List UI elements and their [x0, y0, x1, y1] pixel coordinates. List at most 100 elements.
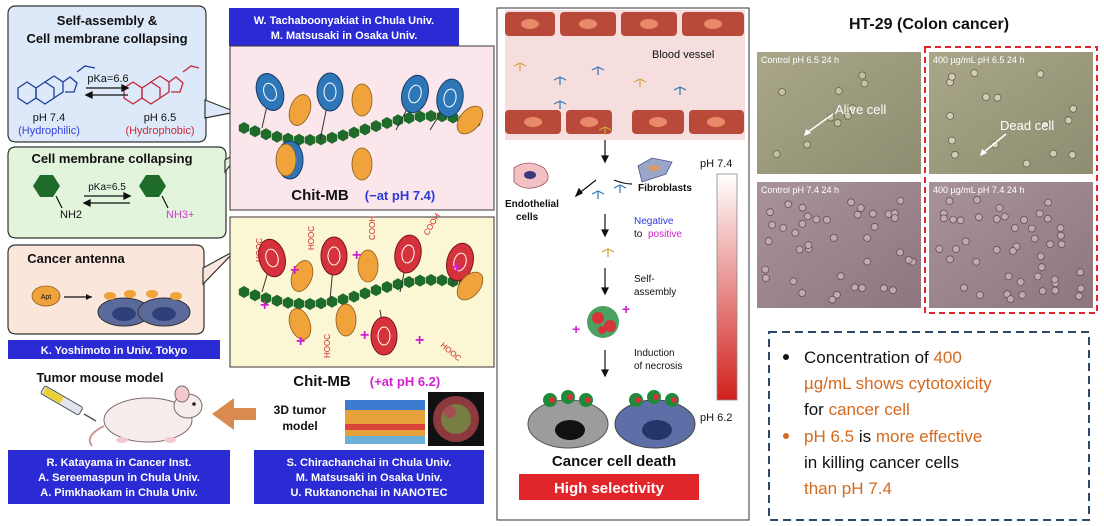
cluster-plus-1: + — [572, 321, 580, 337]
summary-b1-line1: Concentration of 400 — [804, 348, 962, 367]
equilibrium-arrows-icon — [84, 83, 130, 100]
cell-dot — [1068, 150, 1077, 159]
cell-dot — [768, 220, 777, 229]
cell-dot — [956, 216, 965, 225]
polymer-particle — [601, 248, 615, 257]
cell-dot — [863, 257, 872, 266]
cell-dot — [1011, 224, 1019, 232]
chain-unit — [249, 125, 261, 138]
cell-dot — [973, 195, 981, 204]
cell-dot — [890, 214, 899, 222]
chain-unit — [260, 292, 272, 305]
cell-dot — [1009, 246, 1017, 255]
aptamer — [335, 303, 357, 337]
drug-moiety — [316, 72, 344, 112]
drug-moiety — [446, 242, 474, 282]
syringe-icon — [40, 385, 97, 422]
cell-dot — [949, 215, 957, 224]
selectivity-label: High selectivity — [554, 480, 665, 497]
tumor-3d-section: 3D tumor model — [274, 392, 484, 446]
cell-dot — [995, 204, 1004, 212]
tumor-mouse-title: Tumor mouse model — [37, 370, 164, 385]
cell-dot — [766, 208, 774, 217]
cell-dot — [1036, 252, 1045, 261]
polymer-particle — [553, 100, 567, 109]
cell-dot — [798, 203, 807, 212]
plus-sign-4: + — [260, 297, 269, 314]
ph-gradient-bar — [716, 173, 738, 401]
credit-top-2: M. Matsusaki in Osaka Univ. — [271, 30, 418, 42]
aptamer — [290, 260, 314, 292]
drug-moiety — [258, 238, 286, 278]
cell-dot — [1076, 268, 1085, 277]
death-label: Cancer cell death — [552, 453, 676, 470]
cell-dot — [789, 277, 798, 286]
treated-highlight-box — [924, 46, 1098, 314]
credit-bottom-left: R. Katayama in Cancer Inst. A. Sereemasp… — [8, 450, 230, 504]
dead-cell-label: Dead cell — [1000, 118, 1054, 133]
vessel-cells-top — [505, 12, 744, 36]
credit-bl-2: A. Sereemaspun in Chula Univ. — [38, 472, 200, 484]
cell-dot — [762, 274, 770, 282]
collapse-equilibrium-icon — [82, 191, 132, 208]
panel-chit-mb-positive: HOOC HOOC COOH COOH HOOC HOOC + + + + + … — [229, 212, 495, 368]
cell-dot — [952, 245, 960, 253]
chain-unit — [304, 134, 316, 146]
bubble-self-assembly: Self-assembly & Cell membrane collapsing… — [7, 5, 239, 143]
chain-unit — [238, 286, 250, 298]
induction-label-2: of necrosis — [634, 361, 682, 372]
chain-unit — [381, 281, 393, 293]
drug-ring — [443, 88, 457, 108]
chain-unit — [436, 274, 448, 287]
cell-dot — [960, 283, 968, 292]
cell-dot — [879, 284, 888, 293]
cell-dot — [1036, 70, 1045, 78]
polymer-particle — [591, 66, 605, 75]
summary-box: Concentration of 400 µg/mL shows cytotox… — [768, 331, 1090, 521]
panel-label-1: Control pH 6.5 24 h — [761, 55, 839, 65]
cell-dot — [1020, 216, 1028, 225]
induction-label-1: Induction — [634, 348, 675, 359]
summary-b2-line1: pH 6.5 is more effective — [804, 427, 982, 446]
aptamer — [275, 143, 297, 177]
cell-dot — [982, 93, 990, 101]
cell-dot — [850, 283, 859, 292]
cell-dot — [844, 111, 852, 120]
cell-dot — [798, 219, 807, 228]
cell-dot — [961, 237, 970, 246]
cell-dot — [1051, 286, 1060, 295]
micrograph-treated-74 — [929, 182, 1093, 308]
cell-dot — [1016, 278, 1025, 286]
cyclohexyl-right-icon — [139, 175, 166, 197]
flow-arrows — [574, 140, 633, 378]
credit-top-1: W. Tachaboonyakiat in Chula Univ. — [254, 15, 435, 27]
chain-unit — [315, 133, 327, 146]
drug-moiety — [401, 74, 429, 114]
drug-ring — [401, 244, 415, 264]
cell-dot — [1038, 287, 1047, 296]
micrographs-section: HT-29 (Colon cancer) Control pH 6.5 24 h… — [757, 16, 1098, 314]
cell-dot — [1057, 240, 1066, 249]
antenna-apt: Apt — [41, 294, 52, 301]
micrograph-control-65 — [757, 52, 921, 174]
cancer-cells-icon — [97, 290, 191, 327]
assembled-cluster-icon: + + — [572, 301, 630, 338]
chain-unit — [304, 298, 316, 310]
bubble-cancer-antenna: Cancer antenna Apt — [7, 244, 237, 335]
cell-dot — [1004, 272, 1013, 281]
micrograph-cells — [761, 69, 1085, 304]
cell-dot — [1043, 214, 1052, 223]
cell-dot — [784, 200, 793, 209]
credit-bottom-mid: S. Chirachanchai in Chula Univ. M. Matsu… — [254, 450, 484, 504]
cell-dot — [945, 197, 954, 205]
cell-dot — [1022, 159, 1031, 168]
steroid-hydrophobic-icon — [123, 65, 200, 105]
chain-unit — [337, 293, 349, 306]
plus-sign-6: + — [360, 327, 369, 344]
aptamer-icon — [31, 285, 61, 307]
cell-dot — [833, 290, 841, 299]
cell-dot — [828, 295, 837, 304]
credit-bl-3: A. Pimkhaokam in Chula Univ. — [40, 487, 198, 499]
cell-dot — [1044, 198, 1053, 207]
